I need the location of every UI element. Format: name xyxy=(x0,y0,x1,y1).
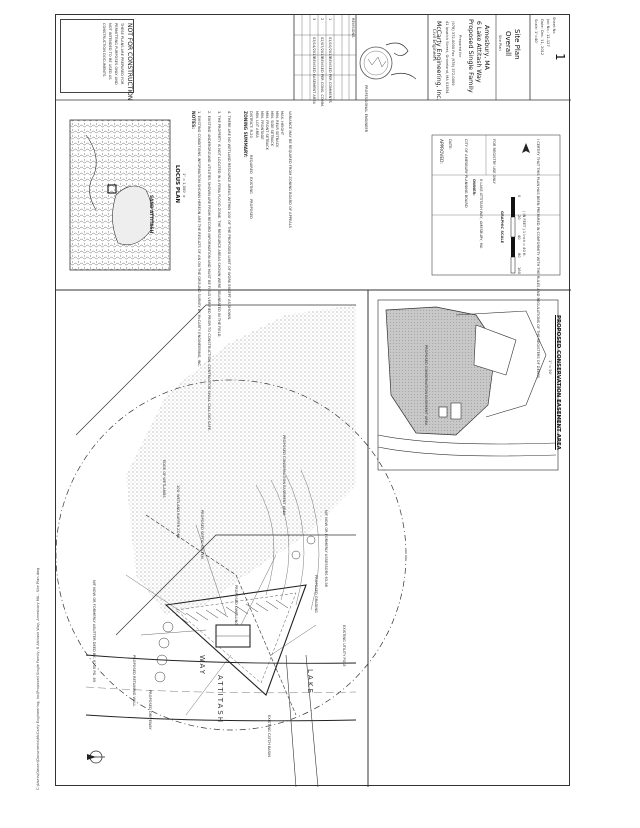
note-2: 2. EXISTING UNDERGROUND UTILITIES SHOWN … xyxy=(207,111,211,432)
note-4: 4. THERE ARE NO WETLAND RESOURCE AREAS W… xyxy=(227,111,231,321)
site-label-abutter: N/F NOW OR FORMERLY ABUTTER DEED BK. 625… xyxy=(92,580,96,683)
approved-label: APPROVED: xyxy=(438,139,443,164)
scale-num-0: 0 xyxy=(517,195,521,198)
revision-3-no: 3 xyxy=(312,18,316,21)
sheet-number: 1 xyxy=(553,53,567,61)
note-1: 1. EXISTING CONDITIONS INFORMATION SHOWN… xyxy=(197,111,201,368)
not-for-construction-title: NOT FOR CONSTRUCTION xyxy=(126,23,133,101)
certification-text: I CERTIFY THAT THIS PLAN HAS BEEN PREPAR… xyxy=(536,139,540,380)
notice-line-3: NOT INTENDED TO BE USED AS xyxy=(108,23,112,80)
zoning-existing-header: EXISTING xyxy=(249,177,253,194)
road-label-attitash: ATTITASH xyxy=(216,675,224,724)
sheet-no-label: Sheet No. xyxy=(552,17,556,35)
scale-num-160: 160 xyxy=(517,267,521,274)
zoning-row-3: MIN. FRONT SETBACK xyxy=(265,111,269,151)
zoning-row-1: MIN. LOT AREA xyxy=(255,111,259,138)
site-label-catch-basin: EXISTING CATCH BASIN xyxy=(267,715,271,757)
revision-2-no: 2 xyxy=(320,18,324,21)
project-town: Amesbury, MA xyxy=(483,25,490,70)
zoning-proposed-header: PROPOSED xyxy=(249,199,253,219)
graphic-scale-title: GRAPHIC SCALE xyxy=(500,211,504,244)
scale-num-80: 80 xyxy=(517,253,521,258)
site-label-assessors: N/F NOW OR FORMERLY ASSESSORS 63-98 xyxy=(324,510,328,587)
easement-scale: 1" = 50' xyxy=(548,360,552,375)
site-label-dwelling: PROPOSED DWELLING xyxy=(234,585,238,626)
graphic-scale-text: ( IN FEET ) 1 inch = 40 ft. xyxy=(522,211,526,257)
easement-title: PROPOSED CONSERVATION EASEMENT AREA xyxy=(555,315,561,450)
revisions-header: REVISIONS xyxy=(351,18,355,38)
zoning-row-5: MIN. REAR SETBACK xyxy=(275,111,279,148)
approval-board: CITY OF AMESBURY PLANNING BOARD xyxy=(464,139,468,208)
file-path-text: C:\Users\Owner\Documents\McCarty Enginee… xyxy=(36,567,40,790)
easement-area-label: PROPOSED CONSERVATION EASEMENT AREA xyxy=(424,345,428,426)
project-title-2: 6 Lake Attitash Way xyxy=(475,21,482,83)
zoning-row-2: MIN. FRONTAGE xyxy=(260,111,264,140)
site-label-septic: PROPOSED SEPTIC SYSTEM xyxy=(200,510,204,559)
site-label-pole: EXISTING UTILITY POLE xyxy=(342,625,346,667)
revision-2-date: 02/07/2013 xyxy=(320,37,324,58)
plan-date: Date: Dec. 11, 2012 xyxy=(540,19,544,56)
locus-scale: 1" = 1,000' ± xyxy=(182,173,186,198)
not-for-construction-box xyxy=(60,19,134,93)
zoning-note: VARIANCE MAY BE REQUIRED FROM ZONING BOA… xyxy=(288,111,292,228)
north-arrow-icon xyxy=(84,745,108,769)
notice-line-2: PERMITTING PURPOSES ONLY AND xyxy=(114,23,118,85)
notes-title: NOTES: xyxy=(190,111,195,129)
plan-scale: Scale: 1"=40' xyxy=(534,19,538,44)
owner-text: 6 LAKE ATTITASH WAY, AMESBURY, MA xyxy=(479,179,483,249)
revision-2-desc: REVISED PER CONS. COMM. xyxy=(320,57,324,108)
road-label-lake: LAKE xyxy=(306,669,314,695)
sheet-title: Overall xyxy=(504,31,512,57)
owner-title: OWNER: xyxy=(472,179,476,196)
firm-address: 41 Ipswich Street, Groveland, MA 01834 xyxy=(445,21,449,94)
scale-num-40: 40 xyxy=(517,235,521,240)
revision-1-date: 01/10/2013 xyxy=(328,37,332,58)
zoning-row-6: MAX. HEIGHT xyxy=(280,111,284,136)
locus-label: SAND ATTITASH xyxy=(148,195,153,234)
locus-title: LOCUS PLAN xyxy=(174,165,180,203)
project-title-1: Proposed Single Family xyxy=(467,19,475,93)
zoning-row-4: MIN. SIDE SETBACK xyxy=(270,111,274,147)
revision-3-date: 03/14/2013 xyxy=(312,37,316,58)
stamp-text: PROFESSIONAL ENGINEER xyxy=(364,85,368,133)
firm-phone: (978) 372-0000 Fax (978) 372-0009 xyxy=(451,21,455,86)
revision-1-desc: REVISED PER COMMENTS xyxy=(328,57,332,103)
revision-3-desc: REVISED EASEMENT AREA xyxy=(312,57,316,105)
site-drawing xyxy=(56,15,571,787)
zoning-district: DISTRICT: R-20 xyxy=(249,111,253,138)
site-label-wall: PROPOSED RETAINING WALL xyxy=(132,655,136,707)
sheet-title-small: Site Plan xyxy=(498,35,502,51)
firm-tagline: Civil Engineers xyxy=(431,29,436,61)
site-label-wetlands: EDGE OF WETLANDS xyxy=(162,460,166,498)
site-label-buffer: 100' WETLAND BUFFER ZONE xyxy=(176,485,180,539)
approval-date-label: DATE: xyxy=(448,139,452,150)
notice-line-1: THESE PLANS ARE PREPARED FOR xyxy=(120,23,124,85)
scale-num-20: 20 xyxy=(517,215,521,220)
sheet-subtitle: Site Plan xyxy=(513,29,521,60)
prepared-for-label: Prepared for xyxy=(458,35,462,58)
site-label-easement: PROPOSED CONSERVATION EASEMENT AREA xyxy=(282,435,286,516)
registry-label: FOR REGISTRY USE ONLY xyxy=(492,139,496,184)
job-number: Job No.: 12-127 xyxy=(546,19,550,47)
plan-sheet: NOT FOR CONSTRUCTION THESE PLANS ARE PRE… xyxy=(55,14,571,787)
road-label-way: WAY xyxy=(198,655,206,677)
revision-1-no: 1 xyxy=(328,18,332,21)
zoning-title: ZONING SUMMARY: xyxy=(242,111,247,158)
note-3: 3. THE PROPERTY IS NOT LOCATED IN A FEMA… xyxy=(217,111,221,338)
zoning-required-header: REQUIRED xyxy=(249,155,253,174)
site-label-driveway: PROPOSED DRIVEWAY xyxy=(148,690,152,730)
notice-line-4: CONSTRUCTION DOCUMENTS. xyxy=(102,23,106,78)
site-label-grading: PROPOSED GRADING xyxy=(314,575,318,613)
